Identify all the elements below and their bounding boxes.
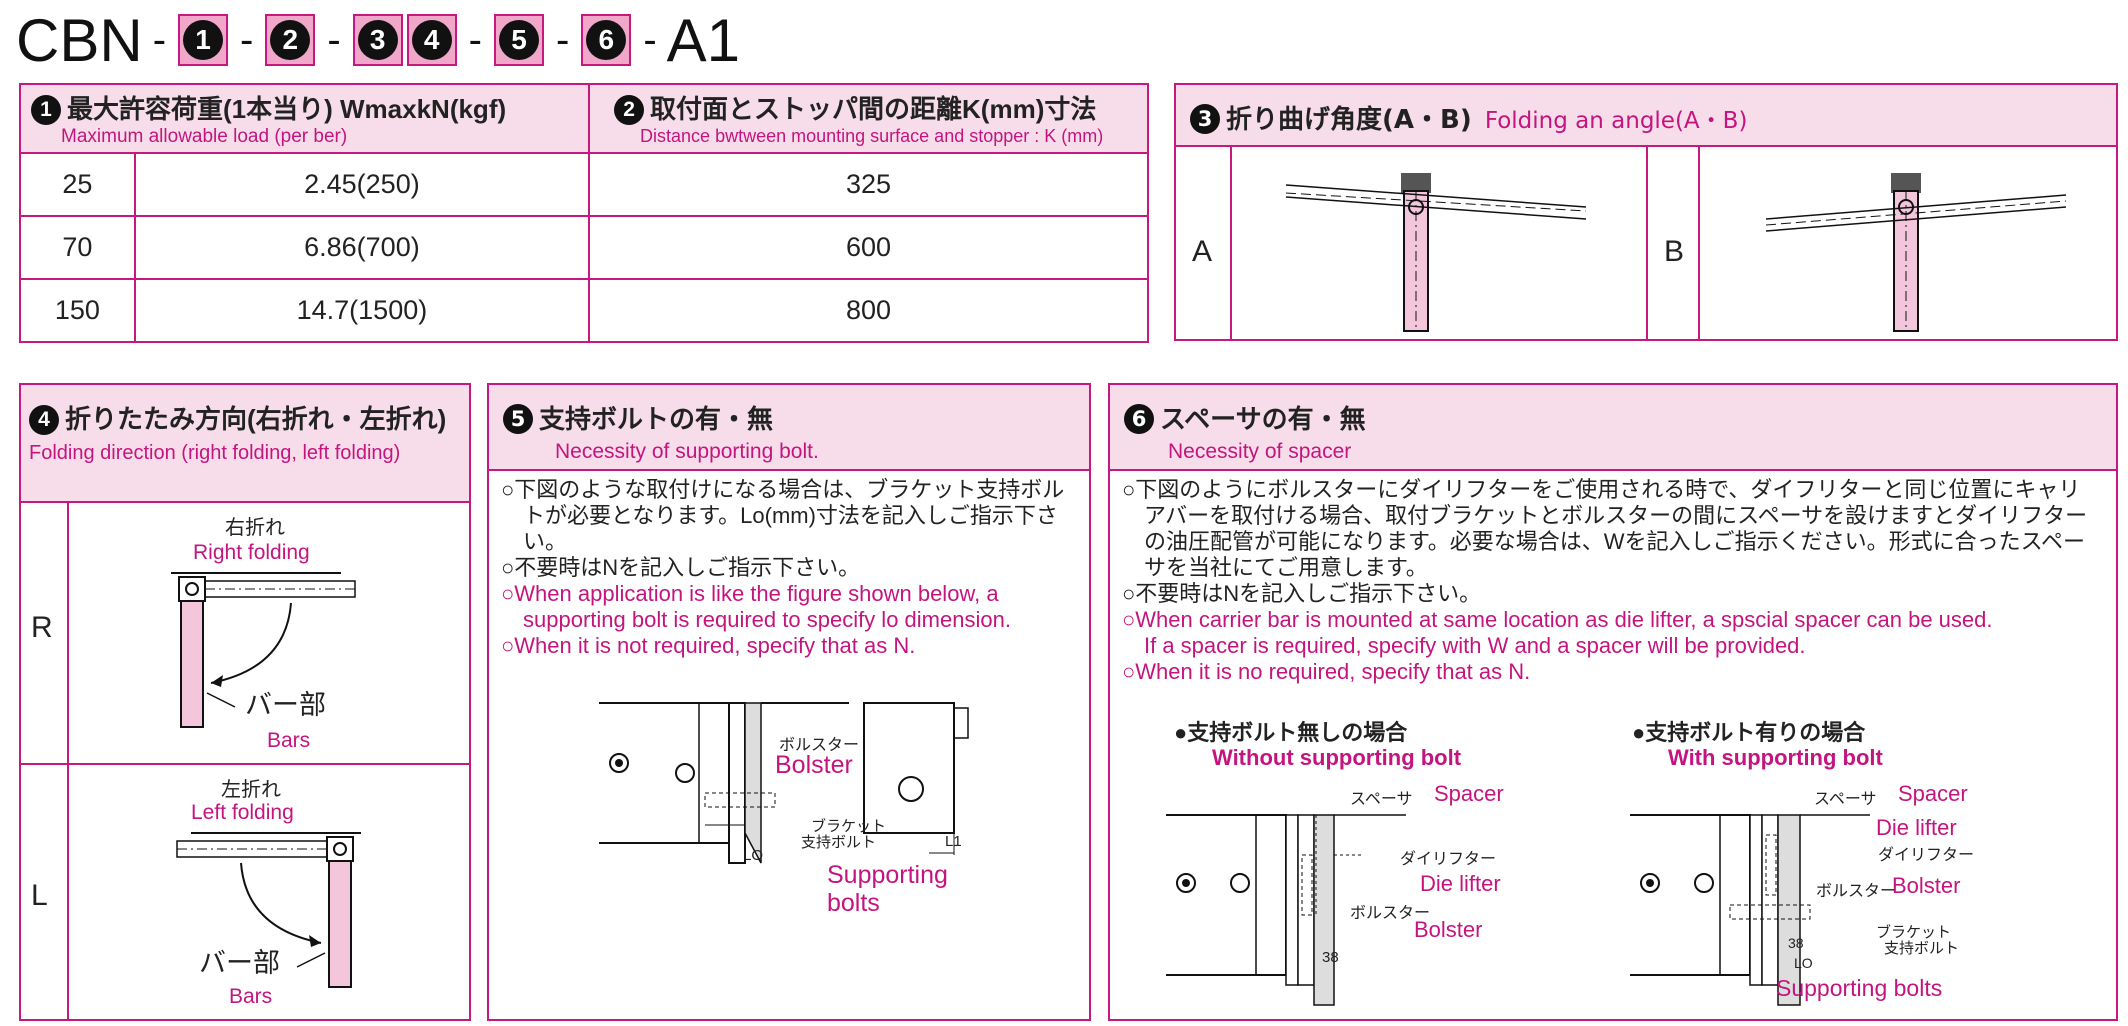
code-chip-1: 1: [178, 14, 229, 66]
sec3-label-a: A: [1192, 235, 1213, 268]
code-prefix: CBN: [16, 6, 143, 74]
code-chip-6: 6: [581, 14, 632, 66]
fold-angle-a-diagram: [1285, 173, 1587, 332]
spacer-without-bolt-diagram: [1166, 814, 1406, 1006]
sec4-label-l: L: [31, 879, 48, 912]
sec4-label-r: R: [31, 611, 53, 644]
code-chip-2: 2: [265, 14, 316, 66]
spacer-with-bolt-diagram: [1630, 814, 1870, 1006]
sec6-text: ○下図のようにボルスターにダイリフターをご使用される時で、ダイフリターと同じ位置…: [1122, 477, 2088, 684]
sec3-label-b: B: [1664, 235, 1685, 268]
model-code: CBN - 1 - 2 - 3 4 - 5 - 6 - A1: [16, 6, 741, 74]
code-chip-5: 5: [494, 14, 544, 66]
code-chip-3: 3: [352, 14, 403, 66]
code-suffix: A1: [666, 6, 741, 74]
fold-angle-b-diagram: [1765, 173, 2067, 332]
code-sep: -: [152, 17, 167, 62]
code-chip-4: 4: [406, 14, 457, 66]
sec5-text: ○下図のような取付けになる場合は、ブラケット支持ボル トが必要となります。Lo(…: [501, 477, 1065, 658]
supporting-bolt-diagram: [599, 702, 969, 864]
left-folding-diagram: [176, 832, 361, 988]
right-folding-diagram: [171, 572, 356, 728]
